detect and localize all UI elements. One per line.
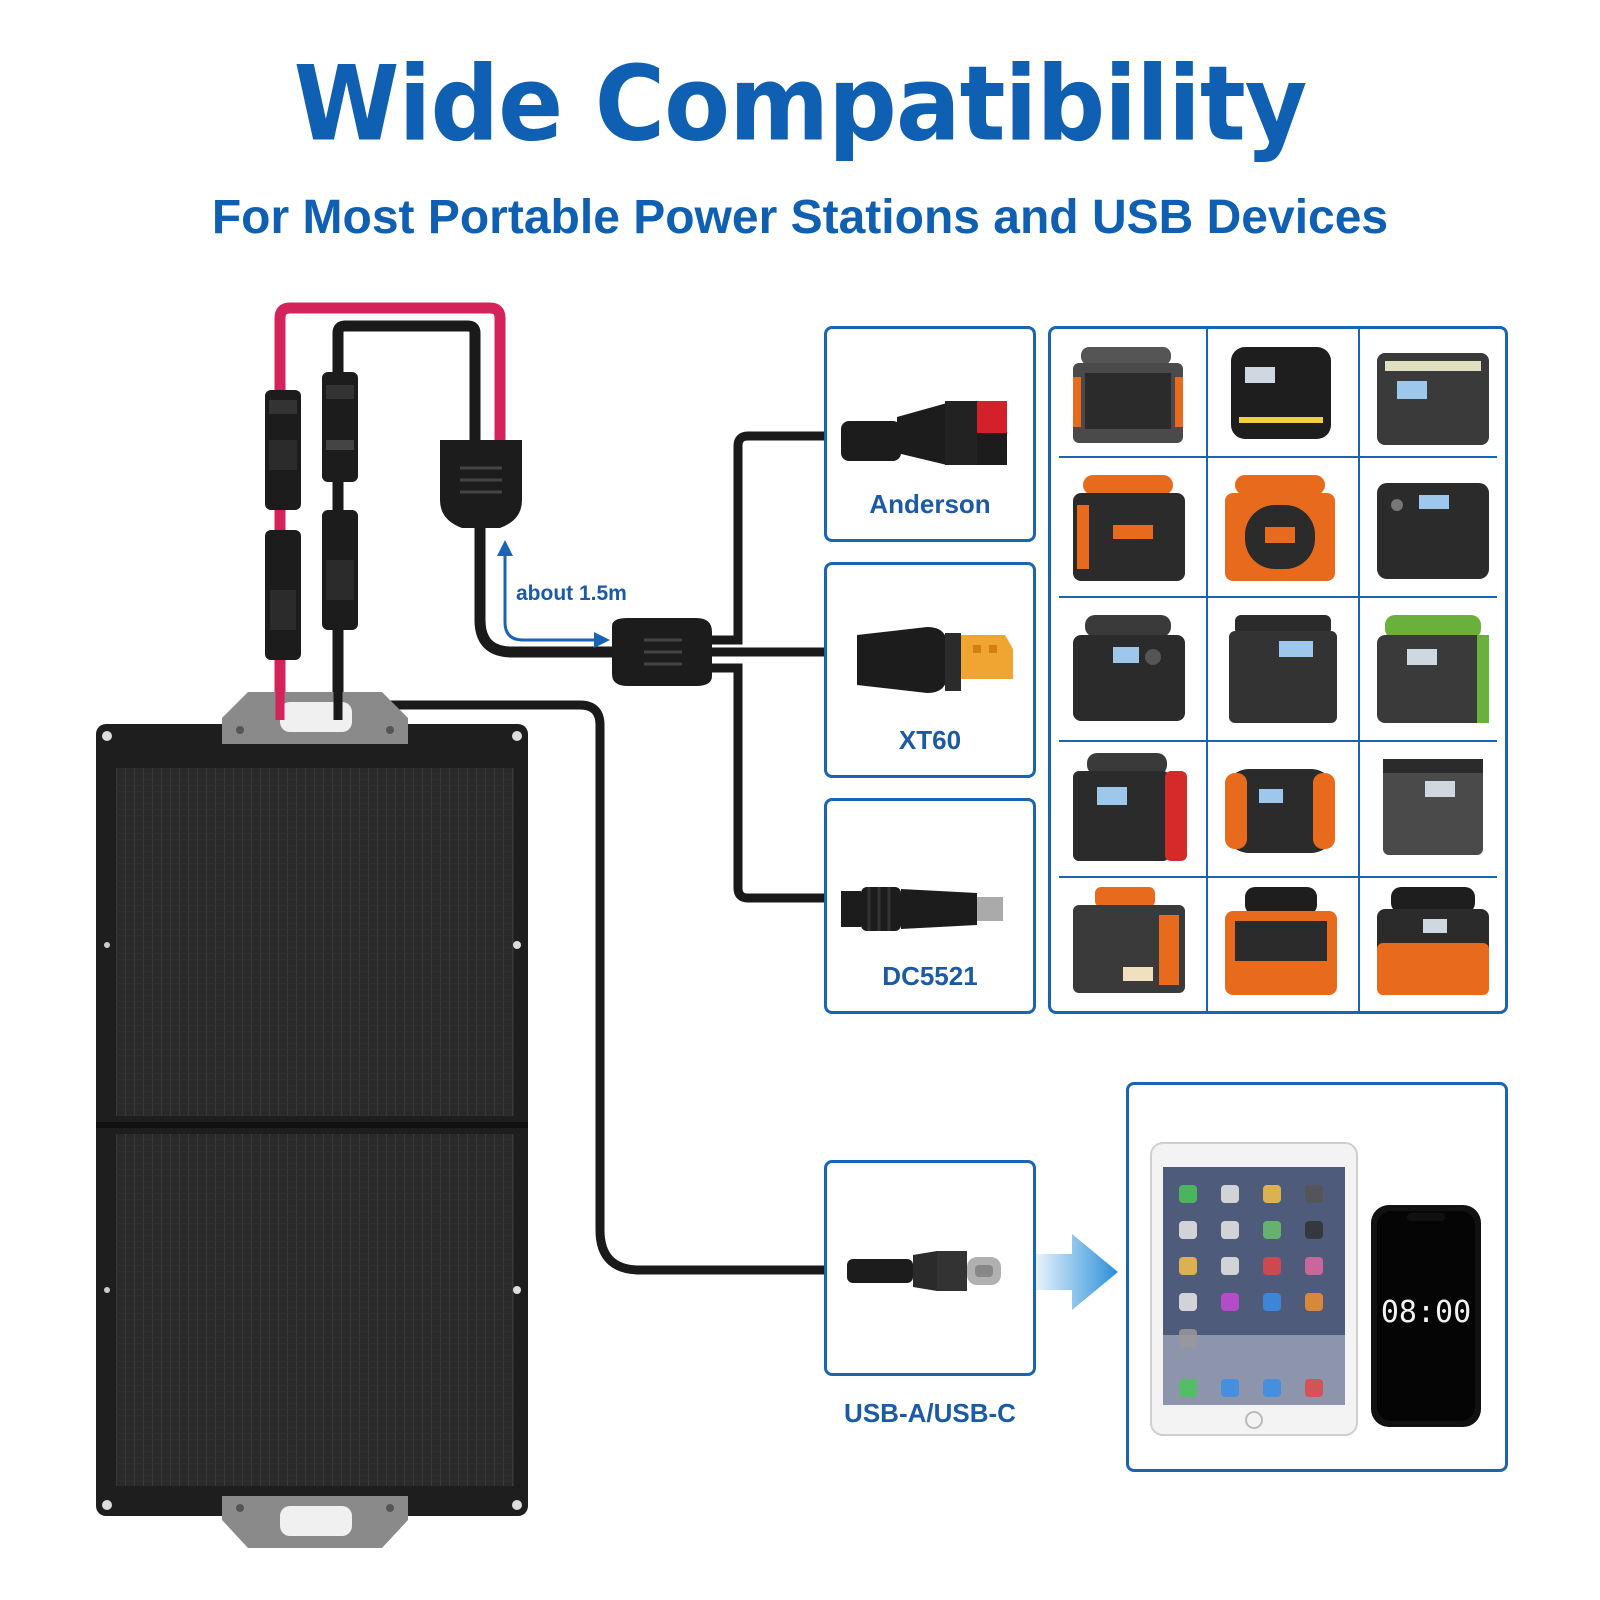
solar-panel [96,692,528,1548]
phone-clock: 08:00 [1380,1295,1472,1330]
connector-box-xt60: XT60 [824,562,1036,778]
length-arrow [497,540,610,648]
mc4-connector-upper-left [265,390,301,510]
anderson-plug-icon [841,401,1007,465]
usb-devices-art [1150,1142,1481,1436]
tablet-icon [1150,1142,1358,1436]
device-arrow [1036,1234,1118,1310]
main-cable [474,528,620,658]
connector-box-dc5521: DC5521 [824,798,1036,1014]
connector-label-dc5521: DC5521 [882,961,978,991]
page-subtitle: For Most Portable Power Stations and USB… [211,191,1389,244]
mc4-cables [265,302,522,700]
phone-icon [1371,1205,1481,1427]
mc4-connector-lower-right [322,510,358,630]
power-station-grid [1048,326,1508,1014]
usb-c-plug-icon [847,1251,1001,1291]
usb-devices-box: 08:00 [1126,1082,1508,1472]
y-splitter-top [440,440,522,528]
power-station-icons [1073,347,1489,995]
page-title: Wide Compatibility [293,43,1308,165]
xt60-plug-icon [857,627,1013,693]
connector-label-xt60: XT60 [898,725,962,755]
power-station-grid-art [1059,329,1497,1011]
connector-label-anderson: Anderson [869,489,991,519]
connector-box-usb [824,1160,1036,1376]
cable-length-label: about 1.5m [516,582,627,605]
mc4-connector-lower-left [265,530,301,660]
y-splitter-bottom [612,618,712,686]
connector-box-anderson: Anderson [824,326,1036,542]
mc4-connector-upper-right [322,372,358,482]
connector-label-usb: USB-A/USB-C [844,1398,1016,1428]
branch-cables [712,431,845,903]
usb-cable [380,700,850,1275]
dc5521-plug-icon [841,887,1003,931]
